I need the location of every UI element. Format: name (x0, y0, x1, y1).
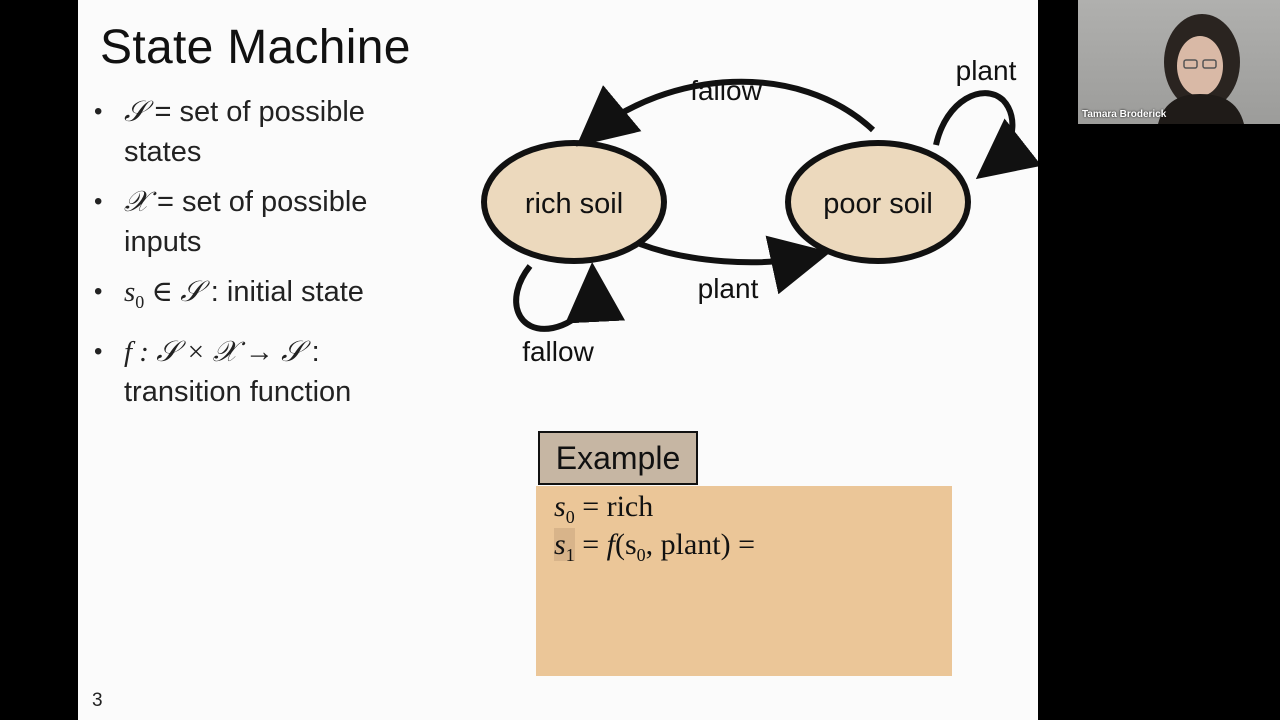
math-subscript: 0 (636, 545, 646, 565)
bullet-transition-function: f : 𝒮 × 𝒳 → 𝒮 : transition function (90, 332, 430, 412)
bullet-list: 𝒮 = set of possible states 𝒳 = set of po… (90, 92, 430, 422)
math-var: s (554, 528, 566, 561)
example-box: s0 = rich s1 = f(s0, plant) = (536, 486, 952, 676)
slide: State Machine 𝒮 = set of possible states… (78, 0, 1038, 720)
bullet-text: : (303, 335, 320, 368)
participant-video-tile[interactable]: Tamara Broderick (1078, 0, 1280, 124)
math-subscript: 0 (135, 291, 145, 312)
transition-label-fallow-top: fallow (690, 75, 762, 106)
bullet-text: states (124, 136, 202, 168)
math-symbol: s (124, 276, 136, 308)
state-label-poor-soil: poor soil (823, 188, 933, 220)
bullet-text: : initial state (202, 276, 364, 308)
slide-title: State Machine (100, 21, 411, 74)
math-subscript: 0 (565, 507, 575, 527)
transition-arrow-fallow-poor-to-rich (576, 78, 876, 147)
example-label: Example (538, 431, 698, 485)
math-expression: f : 𝒮 × 𝒳 → 𝒮 (124, 335, 304, 368)
example-equation-2: s1 = f(s0, plant) = (554, 528, 755, 566)
math-expression: ∈ 𝒮 (144, 276, 203, 308)
transition-label-plant-bottom: plant (698, 273, 759, 304)
math-rhs: = rich (574, 490, 654, 523)
transition-arrow-plant-rich-to-poor (638, 235, 831, 295)
state-rich-soil (481, 140, 667, 264)
math-symbol: 𝒮 (124, 96, 147, 128)
bullet-states: 𝒮 = set of possible states (90, 92, 430, 172)
state-machine-diagram: rich soil poor soil fallow plant fallow … (481, 55, 1038, 367)
self-loop-arrow-plant (933, 90, 1038, 180)
participant-name: Tamara Broderick (1082, 109, 1167, 120)
self-loop-arrow-fallow (513, 262, 626, 332)
bullet-text: = set of possible (146, 96, 365, 128)
math-equals: = (574, 528, 607, 561)
self-loop-label-plant: plant (956, 55, 1017, 86)
bullet-text: transition function (124, 375, 352, 408)
math-args-rest: , plant) = (645, 528, 756, 561)
state-poor-soil (785, 140, 971, 264)
participant-avatar-icon (1158, 14, 1244, 124)
bullet-inputs: 𝒳 = set of possible inputs (90, 182, 430, 262)
self-loop-label-fallow: fallow (522, 336, 594, 367)
math-subscript: 1 (565, 545, 575, 565)
bullet-text: = set of possible (148, 186, 368, 218)
math-function: f (606, 528, 615, 561)
math-var: s (554, 490, 566, 523)
bullet-initial-state: s0 ∈ 𝒮 : initial state (90, 272, 430, 322)
example-equation-1: s0 = rich (554, 490, 653, 528)
state-label-rich-soil: rich soil (525, 188, 623, 220)
math-args: (s (614, 528, 637, 561)
page-number: 3 (92, 690, 103, 711)
math-symbol: 𝒳 (124, 186, 149, 218)
bullet-text: inputs (124, 226, 202, 258)
